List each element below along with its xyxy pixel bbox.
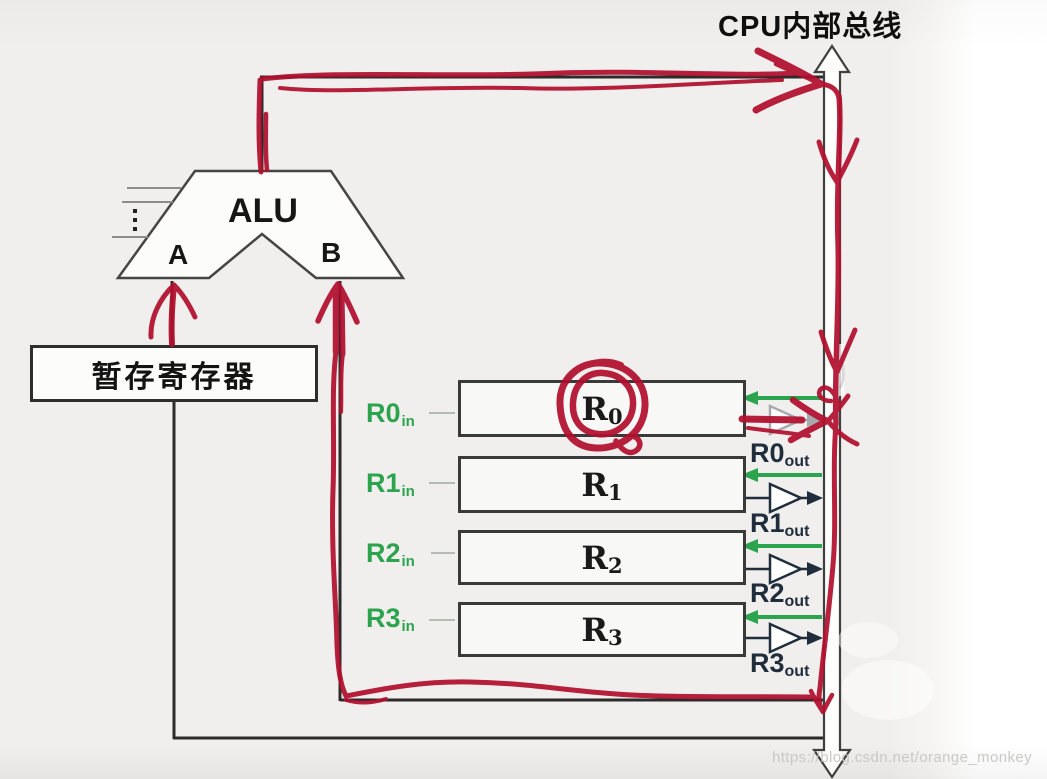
rin-connector-lines — [429, 412, 455, 621]
r0-input-arrow-icon — [741, 391, 822, 405]
red-a-input-arrow — [148, 282, 198, 347]
eraser-smudges — [826, 344, 934, 720]
r0-output-buffer-icon — [746, 404, 823, 436]
r0-letter: R — [581, 389, 608, 428]
temp-register-box: 暂存寄存器 — [30, 345, 318, 402]
r3-index: 3 — [607, 625, 623, 650]
r1-out-label: R1out — [750, 508, 810, 540]
alu-port-b-label: B — [321, 237, 342, 268]
alu-port-a-label: A — [168, 239, 189, 270]
alu-label: ALU — [228, 192, 298, 230]
red-bottom-trace — [343, 679, 817, 705]
ellipsis-dots-icon — [133, 209, 137, 231]
red-r0-output-arrow — [738, 385, 860, 447]
r3-letter: R — [581, 610, 608, 649]
watermark-text: https://blog.csdn.net/orange_monkey — [772, 749, 1032, 766]
r2-letter: R — [581, 538, 608, 577]
r0-in-label: R0in — [366, 398, 415, 430]
page-title: CPU内部总线 — [718, 11, 903, 43]
red-alu-output-trace — [256, 47, 825, 175]
alu-control-lines — [112, 187, 181, 238]
r2-in-label: R2in — [366, 538, 415, 570]
red-bus-trace — [808, 81, 860, 715]
r1-index: 1 — [607, 480, 623, 505]
r1-in-label: R1in — [366, 468, 415, 500]
r3-input-arrow-icon — [741, 610, 822, 624]
r2-index: 2 — [607, 553, 623, 578]
cpu-bus-icon — [811, 43, 853, 779]
r2-input-arrow-icon — [741, 539, 822, 553]
red-b-input-trace — [315, 281, 360, 699]
r1-letter: R — [581, 465, 608, 504]
r0-index: 0 — [607, 404, 623, 429]
r0-out-label: R0out — [750, 438, 810, 470]
r2-out-label: R2out — [750, 578, 810, 610]
temp-register-label: 暂存寄存器 — [91, 359, 257, 395]
r3-in-label: R3in — [366, 603, 415, 635]
r3-out-label: R3out — [750, 648, 810, 680]
